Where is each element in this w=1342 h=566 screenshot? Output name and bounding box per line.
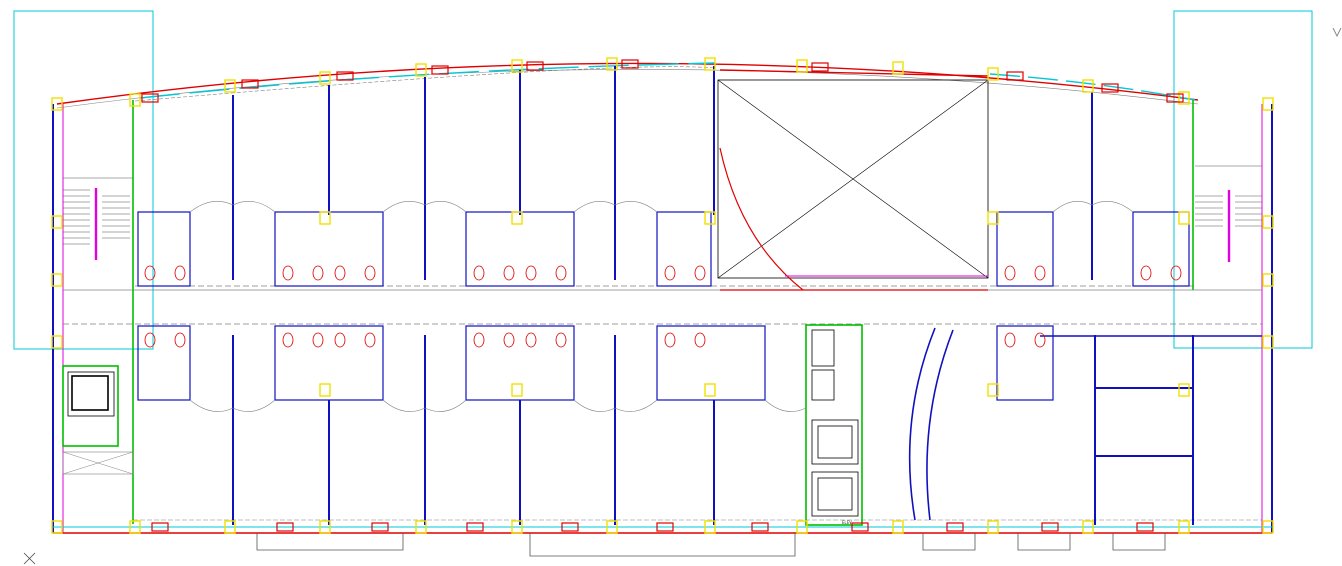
- column: [319, 520, 331, 534]
- column: [415, 63, 427, 77]
- south-bays: [256, 533, 1166, 557]
- window-frame: [751, 522, 769, 532]
- reference-boxes: [13, 10, 1313, 350]
- north-partitions: [232, 66, 1093, 280]
- window-frame: [151, 522, 169, 532]
- corridor: [63, 285, 1262, 325]
- window-frame: [371, 522, 389, 532]
- column: [1262, 215, 1274, 229]
- column: [511, 383, 523, 397]
- window-frames: [141, 59, 1184, 532]
- column: [415, 520, 427, 534]
- perimeter-walls: [52, 104, 1273, 534]
- column: [1262, 335, 1274, 349]
- column: [51, 520, 63, 534]
- column: [1178, 91, 1190, 105]
- column: [511, 520, 523, 534]
- column: [129, 93, 141, 107]
- column: [51, 215, 63, 229]
- column: [796, 520, 808, 534]
- column: [704, 520, 716, 534]
- column: [1082, 79, 1094, 93]
- window-frame: [241, 79, 259, 89]
- window-frame: [1166, 93, 1184, 103]
- right-stair: [1195, 165, 1262, 262]
- right-reference-box: [1173, 10, 1313, 349]
- column: [1178, 520, 1190, 534]
- window-frame: [466, 522, 484, 532]
- elevator-shafts: [811, 329, 859, 517]
- bathroom-pods-south: [137, 325, 1054, 401]
- column: [987, 383, 999, 397]
- window-frame: [431, 65, 449, 75]
- column: [987, 520, 999, 534]
- window-frame: [621, 59, 639, 69]
- column: [1178, 383, 1190, 397]
- window-frame: [851, 522, 869, 532]
- window-frame: [276, 522, 294, 532]
- bathroom-pods-north: [137, 211, 1190, 287]
- column: [606, 57, 618, 71]
- column: [704, 211, 716, 225]
- column: [224, 520, 236, 534]
- atrium-void: [717, 69, 989, 291]
- column: [987, 211, 999, 225]
- column: [319, 211, 331, 225]
- column: [704, 383, 716, 397]
- column: [51, 335, 63, 349]
- service-lift: [62, 371, 134, 475]
- column: [796, 59, 808, 73]
- column: [224, 79, 236, 93]
- column: [1262, 273, 1274, 287]
- door-swings: [189, 200, 1134, 412]
- lobby-curve: [908, 327, 1262, 521]
- window-frame: [526, 61, 544, 71]
- column: [511, 59, 523, 73]
- column: [511, 211, 523, 225]
- column: [606, 520, 618, 534]
- structural-columns: [51, 57, 1274, 534]
- column: [1082, 520, 1094, 534]
- window-frame: [1006, 71, 1024, 81]
- column: [51, 97, 63, 111]
- window-frame: [1041, 522, 1059, 532]
- window-frame: [1136, 522, 1154, 532]
- column: [892, 520, 904, 534]
- left-stair: [63, 177, 133, 260]
- window-frame: [811, 62, 829, 72]
- south-partitions: [232, 335, 1194, 525]
- north-facade: [56, 62, 1199, 109]
- column: [1262, 520, 1274, 534]
- window-frame: [141, 93, 159, 103]
- window-frame: [561, 522, 579, 532]
- column: [51, 273, 63, 287]
- column: [987, 67, 999, 81]
- column: [319, 383, 331, 397]
- window-frame: [946, 522, 964, 532]
- column: [319, 71, 331, 85]
- column: [1262, 97, 1274, 111]
- elevator-label: ELEV: [842, 520, 852, 525]
- window-frame: [336, 71, 354, 81]
- column: [892, 61, 904, 75]
- column: [129, 520, 141, 534]
- ucs-icon: [1332, 27, 1342, 38]
- column: [1178, 211, 1190, 225]
- window-frame: [1101, 83, 1119, 93]
- window-frame: [656, 522, 674, 532]
- column: [704, 57, 716, 71]
- toilet-fixtures: [144, 265, 1182, 348]
- x-mark-icon: [23, 552, 36, 565]
- left-reference-box: [13, 10, 154, 350]
